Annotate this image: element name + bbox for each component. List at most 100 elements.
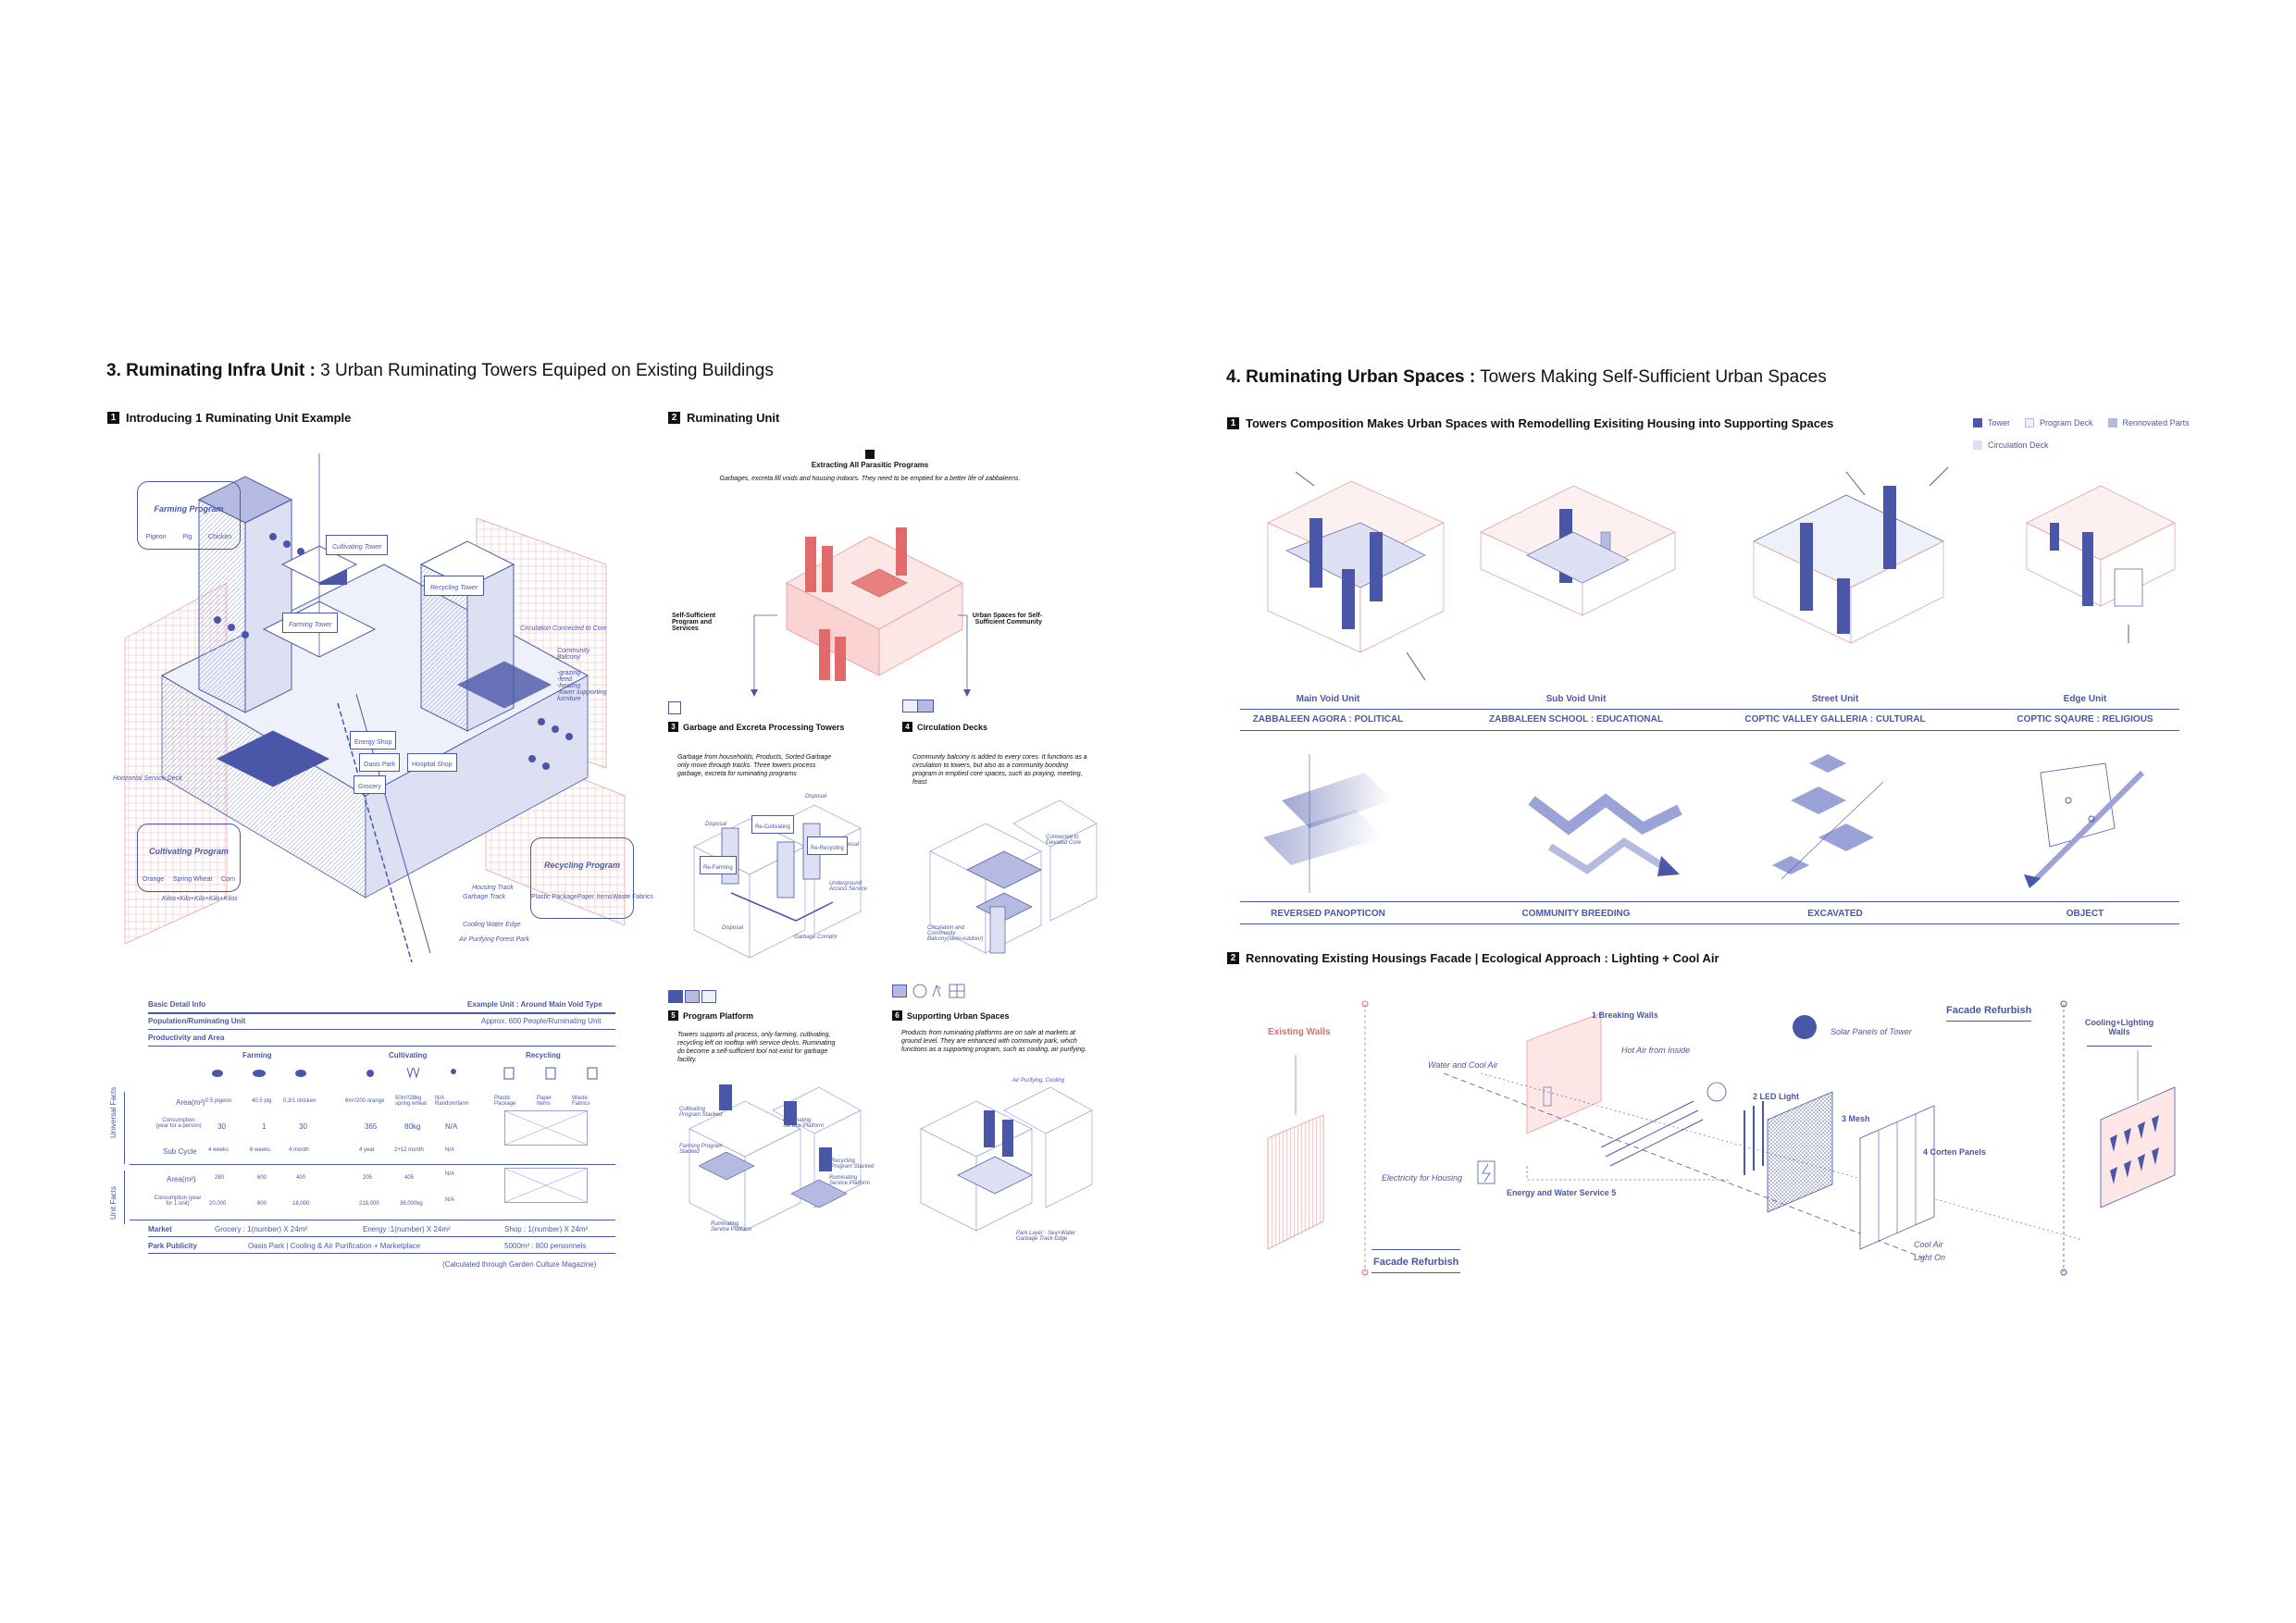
table-productivity: Productivity and Area <box>148 1034 225 1042</box>
consumption-orange: 365 <box>365 1122 378 1131</box>
recycling-item-fabrics: Waste Fabrics <box>612 894 654 900</box>
unit-isometrics <box>1267 471 1445 681</box>
table-row-area: Area(m²) <box>176 1098 205 1107</box>
recycling-program-title: Recycling Program <box>543 861 621 870</box>
re-farming-tag: Re-Farming <box>700 856 737 874</box>
area2-pig: 600 <box>257 1175 267 1181</box>
concept-object: OBJECT <box>2066 909 2104 919</box>
p5-swatch-dark <box>668 990 683 1003</box>
table-divider <box>148 1253 615 1254</box>
legend-rennovated: Rennovated Parts <box>2107 418 2190 427</box>
area-paper: Paper Items <box>537 1096 552 1107</box>
label-farming-stacked: Farming Program Stacked <box>679 1144 723 1155</box>
label-recycling-stacked: Recycling Program Stacked <box>831 1158 875 1170</box>
energy-shop-tag: Energy Shop <box>350 731 397 750</box>
table-row-consumption: Consumption (year for a person) <box>155 1118 202 1129</box>
area-pigeon: 0.5 pigeon <box>205 1098 232 1104</box>
farming-tower-label: Farming Tower <box>289 622 332 628</box>
circulation-decks-diagram <box>929 799 1098 954</box>
ru-right-label: Urban Spaces for Self-Sufficient Communi… <box>972 613 1042 626</box>
p3-heading: 3 Garbage and Excreta Processing Towers <box>668 722 844 732</box>
concept-reversed-panopticon: REVERSED PANOPTICON <box>1271 909 1385 919</box>
callout-housing-track: Housing Track <box>472 885 514 891</box>
p4-number: 4 <box>902 722 912 732</box>
area-pig: 40.5 pig <box>252 1098 272 1104</box>
s4-sub1-label: Towers Composition Makes Urban Spaces wi… <box>1246 416 1834 430</box>
callout-community-balcony: Community Balcony <box>557 648 590 661</box>
area2-wheat: 405 <box>404 1175 415 1181</box>
table-side-unit: Unit Facts <box>109 1185 118 1220</box>
market-energy: Energy :1(number) X 24m² <box>363 1225 451 1233</box>
consumption2-chicken: 18,000 <box>292 1201 310 1207</box>
unit-isometric-edge <box>2026 485 2176 643</box>
label-re-recycling: Re-Recycling <box>811 846 844 851</box>
concept-community-breeding: COMMUNITY BREEDING <box>1521 909 1631 919</box>
s4-sub2-label: Rennovating Existing Housings Facade | E… <box>1246 951 1719 965</box>
unit-name-sub-void: Sub Void Unit <box>1545 694 1607 704</box>
grocery-label: Grocery <box>358 784 381 790</box>
energy-shop-label: Energy Shop <box>354 739 392 746</box>
legend-label-circulation: Circulation Deck <box>1988 440 2049 450</box>
market-shop: Shop : 1(number) X 24m² <box>504 1225 589 1233</box>
park-value: Oasis Park | Cooling & Air Purification … <box>248 1242 421 1250</box>
cycle-orange: 4 year <box>359 1147 375 1153</box>
corten-text: Corten Panels <box>1930 1147 1987 1157</box>
consumption-pigeon: 30 <box>217 1122 226 1131</box>
legend-swatch-circulation <box>1973 440 1982 450</box>
grocery-tag: Grocery <box>354 775 386 794</box>
oasis-park-tag: Oasis Park <box>359 753 401 772</box>
cycle-wheat: 2+12 month <box>394 1147 424 1153</box>
p5-heading: 5 Program Platform <box>668 1010 753 1021</box>
concept-divider-bottom <box>1240 923 2179 924</box>
consumption-pig: 1 <box>262 1122 267 1131</box>
p5-swatch-light <box>701 990 716 1003</box>
unit-divider-bottom <box>1240 730 2179 731</box>
table-col-cultivating: Cultivating <box>389 1051 428 1059</box>
label-corten-panels: 4 Corten Panels <box>1923 1147 1986 1157</box>
label-connected-core: Connected to Elevated Core <box>1046 835 1082 846</box>
ru-left-label: Self-Sufficient Program and Services <box>672 613 716 632</box>
facade-refurbish-top-text: Facade Refurbish <box>1946 1005 2032 1016</box>
p6-icons <box>912 984 965 998</box>
mesh-text: Mesh <box>1848 1114 1870 1123</box>
area-plastic: Plastic Package <box>494 1096 516 1107</box>
table-example-unit: Example Unit : Around Main Void Type <box>467 1000 602 1009</box>
label-ruminating-service: Ruminating Service Platform <box>783 1118 825 1129</box>
park-area: 5000m² : 800 personnels <box>504 1242 587 1250</box>
p3-desc: Garbage from households, Products, Sorte… <box>677 754 832 777</box>
label-re-cultivating: Re-Cultivating <box>755 824 790 830</box>
consumption2-pigeon: 20,000 <box>209 1201 227 1207</box>
recycling-placeholder-box <box>504 1110 588 1146</box>
p6-number: 6 <box>892 1010 902 1021</box>
area2-pigeon: 280 <box>215 1175 225 1181</box>
p6-swatch-mid <box>892 985 907 997</box>
label-underground: Underground Access Service <box>829 881 868 892</box>
label-cooling-lighting-walls: Cooling+Lighting Walls <box>2084 1018 2154 1036</box>
hospital-shop-label: Hospital Shop <box>412 762 453 768</box>
unit-type-edge: COPTIC SQAURE : RELIGIOUS <box>2017 714 2153 725</box>
farming-program-title: Farming Program <box>154 504 224 514</box>
table-divider <box>148 1236 615 1237</box>
ruminating-unit-axonometric <box>124 453 626 963</box>
sub2-number-badge: 2 <box>668 412 680 424</box>
label-ruminating-service-3: Ruminating Service Platform <box>711 1221 752 1233</box>
unit-divider-top <box>1240 709 2179 710</box>
label-disposal-3: Disposal <box>838 842 860 848</box>
table-icon-row <box>212 1067 598 1080</box>
area2-orange: 205 <box>363 1175 373 1181</box>
legend-label-rennovated: Rennovated Parts <box>2122 418 2190 427</box>
callout-circulation: Circulation Connected to Core <box>520 626 607 632</box>
label-breaking-walls: 1 Breaking Walls <box>1592 1010 1658 1020</box>
table-divider <box>148 1029 615 1030</box>
label-water-cool-air: Water and Cool Air <box>1428 1060 1498 1070</box>
cultivating-program-box: Cultivating Program Orange Spring Wheat … <box>137 824 241 892</box>
p3-title: Garbage and Excreta Processing Towers <box>683 722 845 732</box>
label-electricity: Electricity for Housing <box>1382 1173 1463 1183</box>
label-solar-panels: Solar Panels of Tower <box>1831 1027 1912 1036</box>
unit-type-main-void: ZABBALEEN AGORA : POLITICAL <box>1252 714 1404 725</box>
label-hot-air: Hot Air from Inside <box>1621 1046 1691 1055</box>
section3-sub2: 2 Ruminating Unit <box>668 411 779 425</box>
consumption-chicken: 30 <box>299 1122 307 1131</box>
legend-circulation: Circulation Deck <box>1973 440 2049 450</box>
section4-title: 4. Ruminating Urban Spaces : Towers Maki… <box>1226 367 1827 388</box>
